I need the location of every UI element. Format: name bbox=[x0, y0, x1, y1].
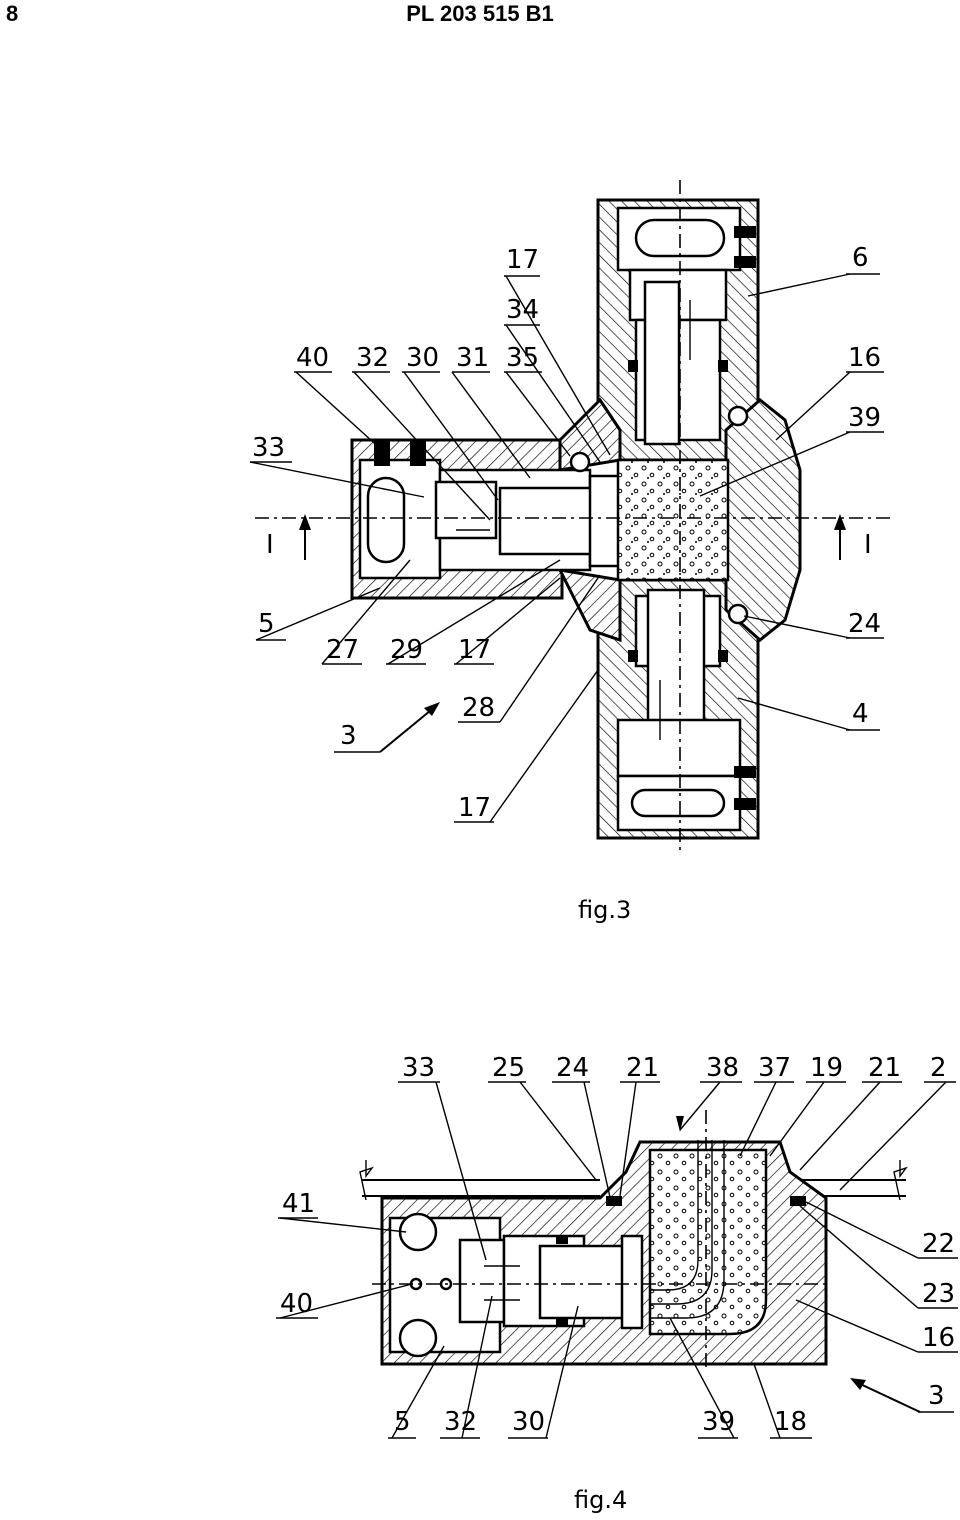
fig3-label-31: 31 bbox=[456, 343, 489, 373]
fig4-label-25: 25 bbox=[492, 1053, 525, 1083]
fig4-label-30: 30 bbox=[512, 1407, 545, 1437]
fig4-label-18: 18 bbox=[774, 1407, 807, 1437]
fig3-label-17-top: 17 bbox=[506, 245, 539, 275]
granule-chamber bbox=[616, 458, 730, 582]
fig4-label-39: 39 bbox=[702, 1407, 735, 1437]
fig3-label-35: 35 bbox=[506, 343, 539, 373]
fig4-label-24: 24 bbox=[556, 1053, 589, 1083]
fig3-label-3: 3 bbox=[340, 721, 357, 751]
fig4-label-33: 33 bbox=[402, 1053, 435, 1083]
fig3-label-33: 33 bbox=[252, 433, 285, 463]
section-label-right: I bbox=[864, 530, 872, 560]
fig3-label-16: 16 bbox=[848, 343, 881, 373]
fig4-label-3: 3 bbox=[928, 1381, 945, 1411]
vertical-housing bbox=[596, 198, 760, 840]
fig4-label-21-right: 21 bbox=[868, 1053, 901, 1083]
fig4-label-19: 19 bbox=[810, 1053, 843, 1083]
fig3-label-39: 39 bbox=[848, 403, 881, 433]
fig3-label-29: 29 bbox=[390, 635, 423, 665]
section-marker-left: I bbox=[266, 514, 311, 560]
fig3-labels: 17 34 40 32 30 31 35 33 5 27 29 17 3 28 … bbox=[250, 243, 884, 823]
leader-lines bbox=[249, 273, 851, 823]
fig3-label-32: 32 bbox=[356, 343, 389, 373]
fig4-label-41: 41 bbox=[282, 1189, 315, 1219]
fig3-label-28: 28 bbox=[462, 693, 495, 723]
figure-3-drawing: I I 17 34 40 32 bbox=[249, 180, 890, 924]
fig3-label-17-mid: 17 bbox=[458, 635, 491, 665]
fig4-label-23: 23 bbox=[922, 1279, 955, 1309]
fig3-label-40: 40 bbox=[296, 343, 329, 373]
section-marker-right: I bbox=[834, 514, 872, 560]
fig4-granule-chamber bbox=[648, 1148, 768, 1336]
fig4-label-22: 22 bbox=[922, 1229, 955, 1259]
fig3-label-6: 6 bbox=[852, 243, 869, 273]
fig3-label-30: 30 bbox=[406, 343, 439, 373]
fig4-labels: 33 25 24 21 38 37 19 21 2 41 40 5 32 30 … bbox=[276, 1053, 958, 1439]
fig4-label-40: 40 bbox=[280, 1289, 313, 1319]
figure-4-drawing: 33 25 24 21 38 37 19 21 2 41 40 5 32 30 … bbox=[276, 1053, 958, 1514]
fig3-label-4: 4 bbox=[852, 699, 869, 729]
fig4-label-16: 16 bbox=[922, 1323, 955, 1353]
fig4-label-37: 37 bbox=[758, 1053, 791, 1083]
fig3-label-24: 24 bbox=[848, 609, 881, 639]
fig3-label-17-bottom: 17 bbox=[458, 793, 491, 823]
fig4-caption: fig.4 bbox=[574, 1486, 627, 1514]
horizontal-housing bbox=[350, 397, 622, 643]
page-number: 8 bbox=[6, 1, 19, 26]
fig4-label-38: 38 bbox=[706, 1053, 739, 1083]
fig3-label-34: 34 bbox=[506, 295, 539, 325]
patent-number: PL 203 515 B1 bbox=[406, 1, 554, 26]
fig4-leader-lines bbox=[279, 1081, 947, 1439]
fig4-label-32: 32 bbox=[444, 1407, 477, 1437]
fig3-label-5: 5 bbox=[258, 609, 275, 639]
fig3-caption: fig.3 bbox=[578, 896, 631, 924]
fig4-label-2: 2 bbox=[930, 1053, 947, 1083]
fig4-label-5: 5 bbox=[394, 1407, 411, 1437]
fig3-label-27: 27 bbox=[326, 635, 359, 665]
fig4-label-21-left: 21 bbox=[626, 1053, 659, 1083]
section-label-left: I bbox=[266, 530, 274, 560]
